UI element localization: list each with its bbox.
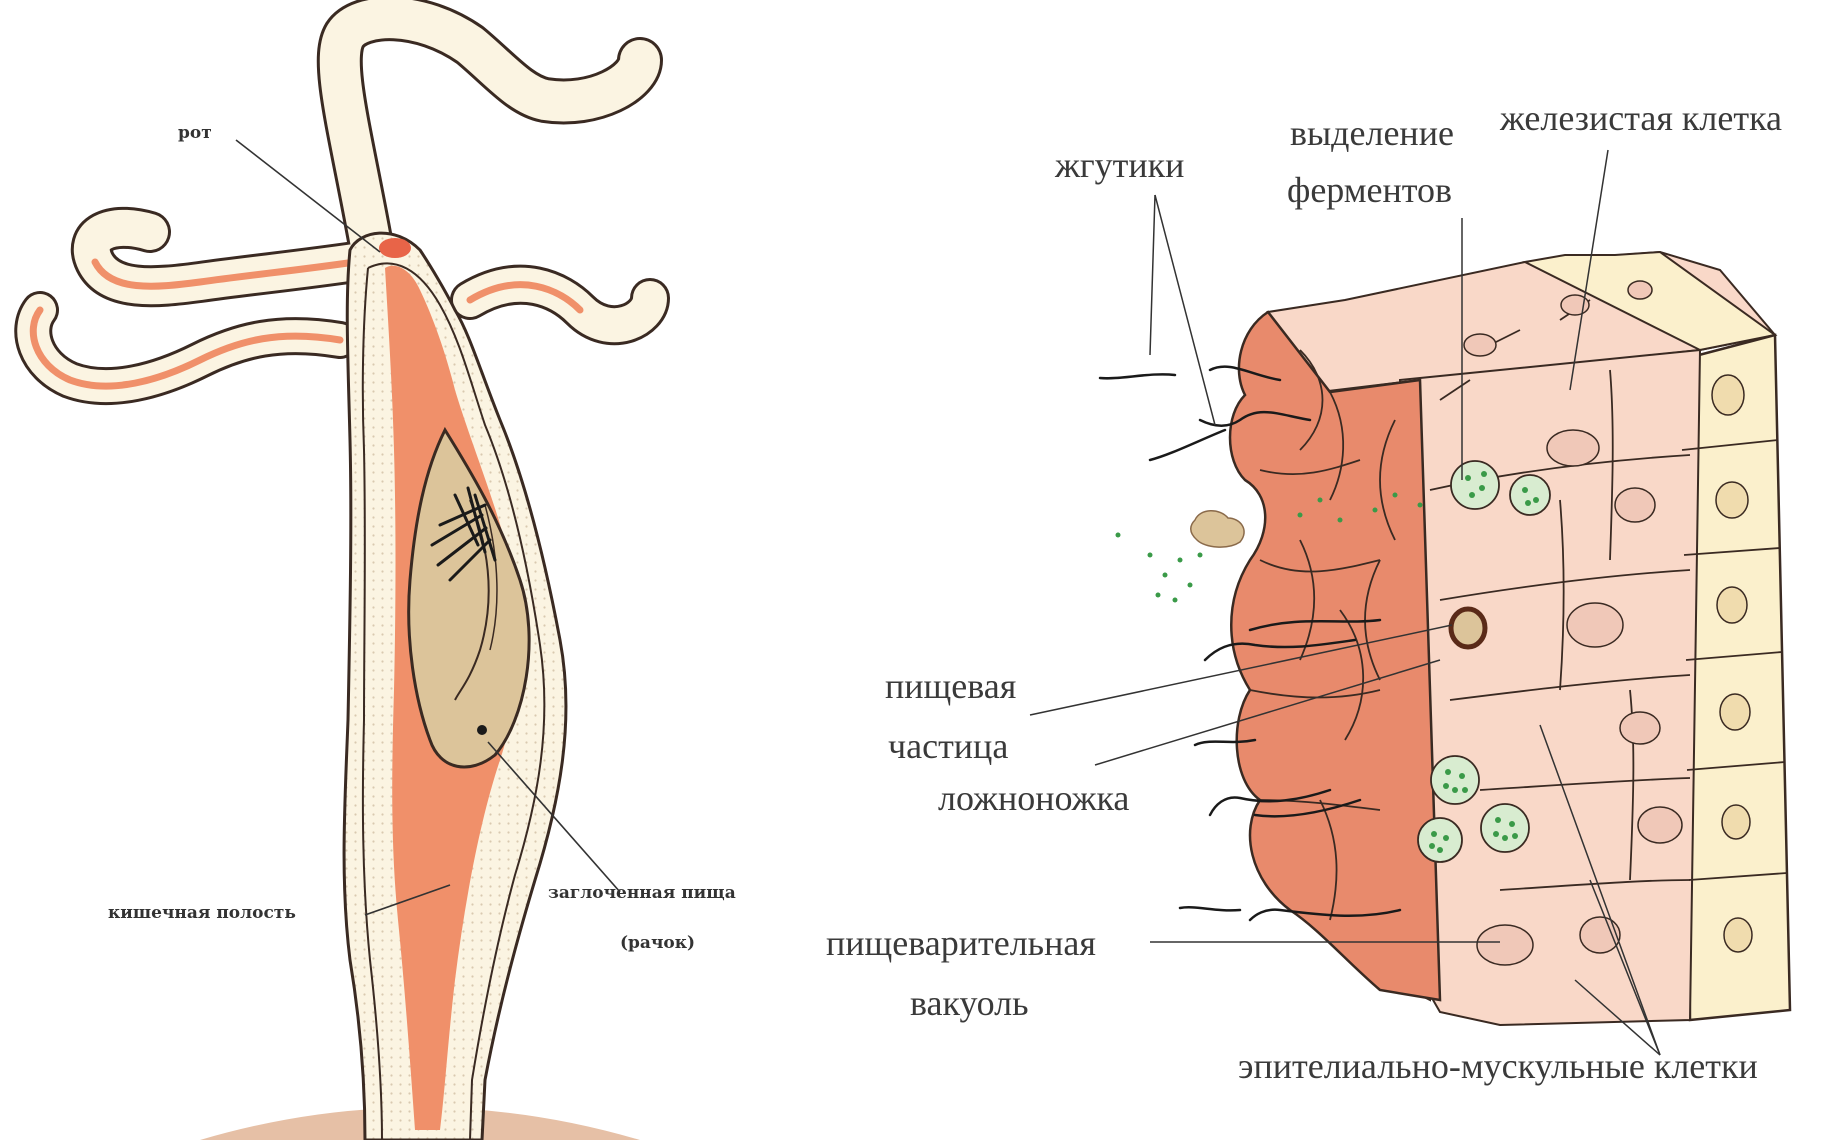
label-swallowed-food: заглоченная пища xyxy=(548,885,736,902)
label-enzyme-secretion-2: ферментов xyxy=(1287,172,1452,208)
label-digestive-vacuole-1: пищеварительная xyxy=(826,925,1096,961)
label-digestive-vacuole-2: вакуоль xyxy=(910,985,1029,1021)
label-food-particle-1: пищевая xyxy=(885,668,1016,704)
label-swallowed-food-note: (рачок) xyxy=(620,935,695,952)
label-mouth: рот xyxy=(178,125,212,142)
body-wall-figure xyxy=(1030,150,1790,1055)
label-flagella: жгутики xyxy=(1055,147,1184,183)
label-pseudopod: ложноножка xyxy=(938,780,1129,816)
label-enzyme-secretion-1: выделение xyxy=(1290,115,1454,151)
label-gland-cell: железистая клетка xyxy=(1500,100,1782,136)
label-epithelial-muscle-cells: эпителиально-мускульные клетки xyxy=(1238,1048,1758,1084)
hydra-figure xyxy=(33,18,650,1140)
label-gut-cavity: кишечная полость xyxy=(108,905,296,922)
label-food-particle-2: частица xyxy=(888,728,1008,764)
